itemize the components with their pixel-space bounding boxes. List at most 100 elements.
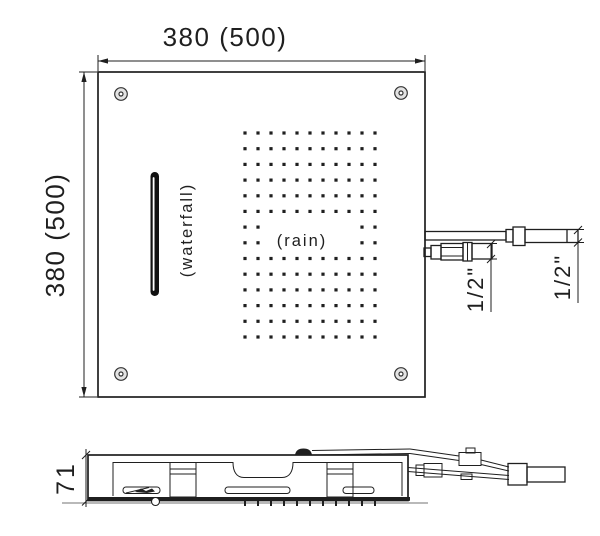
rain-dot — [373, 147, 377, 151]
side-height-dimension: 71 — [52, 449, 91, 507]
arrow-up-icon — [81, 72, 87, 82]
tick-marks — [486, 239, 496, 264]
extension-lines — [97, 55, 426, 71]
arrow-left-icon — [98, 58, 108, 64]
rain-pipe-dimension: 1/2" — [550, 225, 584, 303]
rain-dot — [347, 335, 351, 339]
rain-dot — [269, 272, 273, 276]
nozzle-tick — [348, 501, 350, 506]
extension-lines — [79, 71, 97, 398]
rain-dot — [269, 162, 273, 166]
rain-dot — [360, 241, 364, 245]
rain-dot — [373, 225, 377, 229]
nozzle-tick — [335, 501, 337, 506]
nozzle-tick — [283, 501, 285, 506]
rain-dot — [334, 209, 338, 213]
rain-dot — [334, 256, 338, 261]
nozzle-tick — [322, 501, 324, 506]
rain-dot — [269, 147, 273, 151]
rain-dot — [360, 147, 364, 151]
rain-dot — [321, 194, 325, 198]
elbow-connection — [295, 448, 312, 455]
rain-dot — [334, 131, 338, 135]
rain-dot — [256, 241, 260, 245]
rain-dot — [282, 335, 286, 339]
rain-dot — [373, 288, 377, 292]
rain-dot — [360, 178, 364, 182]
left-height-dimension-label: 380 (500) — [40, 173, 70, 298]
rain-dot — [269, 319, 273, 323]
mounting-bracket-left — [169, 462, 197, 498]
rain-nozzle-grid — [243, 131, 377, 339]
rain-dot — [321, 256, 325, 261]
rain-dot — [256, 319, 260, 323]
waterfall-pipe-dimension-label: 1/2" — [463, 266, 488, 312]
rain-dot — [256, 304, 260, 308]
rain-dot — [308, 319, 312, 323]
rain-dot — [243, 209, 247, 213]
rain-dot — [269, 288, 273, 292]
rain-dot — [269, 131, 273, 135]
waterfall-slot — [150, 172, 159, 296]
rain-dot — [282, 162, 286, 166]
nozzle-tick — [270, 501, 272, 506]
rain-dot — [308, 147, 312, 151]
rain-dot — [347, 272, 351, 276]
drain-circle — [150, 496, 161, 507]
rain-dot — [295, 147, 299, 151]
rain-dot — [360, 209, 364, 213]
rain-dot — [243, 241, 247, 245]
rain-dot — [282, 147, 286, 151]
rain-dot — [256, 147, 260, 151]
corner-screws — [114, 86, 408, 381]
rain-dot — [347, 256, 351, 261]
rain-dot — [308, 304, 312, 308]
rain-dot — [360, 225, 364, 229]
waterfall-pipe-dimension: 1/2" — [463, 239, 497, 312]
rain-dot — [295, 319, 299, 323]
nozzle-tick — [244, 501, 246, 506]
screw-bottom-right — [394, 367, 408, 381]
rain-dot — [243, 162, 247, 166]
nozzle-tick — [374, 501, 376, 506]
rain-dot — [295, 178, 299, 182]
rain-dot — [347, 288, 351, 292]
rain-dot — [373, 162, 377, 166]
top-pipe — [311, 448, 411, 456]
rain-dot — [282, 304, 286, 308]
rain-dot — [373, 256, 377, 261]
rain-dot — [243, 319, 247, 323]
rain-dot — [308, 335, 312, 339]
rain-dot — [308, 272, 312, 276]
rain-dot — [347, 131, 351, 135]
rain-dot — [360, 272, 364, 276]
rain-dot — [308, 162, 312, 166]
rain-dot — [373, 209, 377, 213]
rain-dot — [282, 272, 286, 276]
rain-dot — [256, 256, 260, 261]
rain-dot — [282, 178, 286, 182]
rain-dot — [243, 178, 247, 182]
rain-dot — [347, 178, 351, 182]
rain-dot — [321, 162, 325, 166]
rain-dot — [308, 131, 312, 135]
rain-dot — [295, 335, 299, 339]
rain-dot — [347, 147, 351, 151]
waterfall-label: (waterfall) — [178, 183, 196, 277]
shower-head-plate — [97, 71, 426, 398]
rain-dot — [282, 131, 286, 135]
rain-dot — [360, 194, 364, 198]
rain-dot — [334, 162, 338, 166]
rain-dot — [334, 178, 338, 182]
rain-dot — [321, 131, 325, 135]
connection-pipe-end — [526, 466, 566, 483]
nozzle-tick — [309, 501, 311, 506]
rain-dot — [360, 319, 364, 323]
rain-dot — [269, 304, 273, 308]
mounting-bracket-right — [326, 462, 354, 498]
rain-dot — [282, 288, 286, 292]
arrow-down-icon — [81, 387, 87, 397]
waterfall-supply-pipe — [423, 241, 493, 262]
tick-marks — [573, 225, 583, 247]
